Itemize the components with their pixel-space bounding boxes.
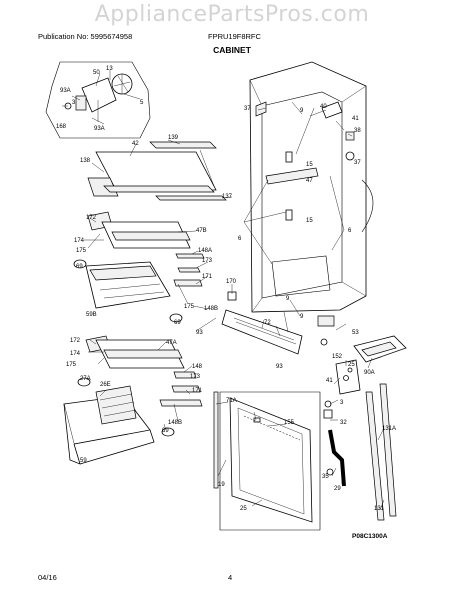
callout-131: 131 (374, 506, 385, 512)
page-title: CABINET (213, 45, 251, 55)
callout-40: 40 (320, 104, 327, 110)
callout-93a-lower: 93A (94, 126, 105, 132)
callout-47b: 47B (196, 228, 207, 234)
callout-41-lower: 41 (326, 378, 333, 384)
callout-93a: 93A (60, 88, 71, 94)
callout-148b-lower: 148B (168, 420, 182, 426)
callout-155: 155 (284, 420, 295, 426)
callout-59: 59 (80, 458, 87, 464)
callout-50: 50 (93, 70, 100, 76)
callout-9: 9 (300, 108, 304, 114)
callout-6-right: 6 (348, 228, 352, 234)
callout-93: 93 (196, 330, 203, 336)
callout-labels: 50 13 93A 3 168 93A 5 139 42 138 137 172… (56, 66, 396, 540)
callout-148b: 148B (204, 306, 218, 312)
callout-175-mid: 175 (184, 304, 195, 310)
lower-drawer (63, 385, 175, 465)
callout-175-lower: 175 (66, 362, 77, 368)
callout-42: 42 (132, 141, 139, 147)
callout-173-lower: 173 (190, 374, 201, 380)
callout-172: 172 (86, 215, 97, 221)
callout-173: 173 (202, 258, 213, 264)
publication-number: Publication No: 5995674958 (38, 32, 133, 41)
callout-137: 137 (222, 194, 233, 200)
callout-175: 175 (76, 248, 87, 254)
callout-25: 25 (348, 362, 355, 368)
callout-148a: 148A (198, 248, 212, 254)
callout-37: 37 (244, 106, 251, 112)
cabinet-liner (249, 61, 374, 313)
callout-69-mid: 69 (174, 320, 181, 326)
callout-72: 72 (264, 320, 271, 326)
callout-32: 32 (340, 420, 347, 426)
callout-3: 3 (72, 100, 76, 106)
figure-code: P08C1300A (352, 533, 388, 540)
callout-27a: 27A (80, 376, 91, 382)
lower-drawer-shelf (77, 335, 203, 407)
callout-6: 6 (238, 236, 242, 242)
callout-71a: 71A (226, 398, 237, 404)
callout-25-door: 25 (240, 506, 247, 512)
callout-38: 38 (354, 128, 361, 134)
door-panel (213, 391, 321, 531)
model-number: FPRU19F8RFC (208, 32, 261, 41)
top-glass-shelf (87, 141, 227, 201)
bottom-trim (221, 309, 335, 355)
callout-69-lower: 69 (162, 428, 169, 434)
callout-9-lower: 9 (286, 296, 290, 302)
callout-90a: 90A (364, 370, 375, 376)
door-gasket (365, 383, 397, 521)
callout-41: 41 (352, 116, 359, 122)
callout-172-lower: 172 (70, 338, 81, 344)
callout-15-lower: 15 (306, 218, 313, 224)
callout-13: 13 (106, 66, 113, 72)
callout-93-lower: 93 (276, 364, 283, 370)
callout-69: 69 (76, 264, 83, 270)
callout-171: 171 (202, 274, 213, 280)
callout-47: 47 (306, 178, 313, 184)
callout-5: 5 (140, 100, 144, 106)
callout-138: 138 (80, 158, 91, 164)
leader-lines (62, 70, 385, 511)
callout-152: 152 (332, 354, 343, 360)
callout-59b: 59B (86, 312, 97, 318)
callout-174-lower: 174 (70, 351, 81, 357)
callout-29: 29 (334, 486, 341, 492)
callout-35: 35 (322, 474, 329, 480)
callout-174: 174 (74, 238, 85, 244)
callout-139: 139 (168, 135, 179, 141)
callout-170: 170 (226, 279, 237, 285)
callout-26e: 26E (100, 382, 111, 388)
callout-3-lower: 3 (340, 400, 344, 406)
callout-131a: 131A (382, 426, 396, 432)
callout-171-lower: 171 (192, 388, 203, 394)
callout-9-bottom: 9 (300, 314, 304, 320)
fan-motor-assembly (45, 61, 151, 139)
callout-47a: 47A (166, 340, 177, 346)
upper-drawer-shelf (87, 211, 205, 287)
callout-37-right: 37 (354, 160, 361, 166)
watermark: AppliancePartsPros.com (94, 2, 370, 27)
footer-date: 04/16 (38, 573, 57, 582)
callout-148: 148 (192, 364, 203, 370)
callout-53: 53 (352, 330, 359, 336)
callout-168: 168 (56, 124, 67, 130)
door-hinge-assembly (320, 335, 407, 395)
upper-drawer (73, 259, 183, 323)
callout-19: 19 (218, 482, 225, 488)
page-number: 4 (228, 573, 233, 582)
callout-15: 15 (306, 162, 313, 168)
drain-hose (323, 400, 346, 487)
